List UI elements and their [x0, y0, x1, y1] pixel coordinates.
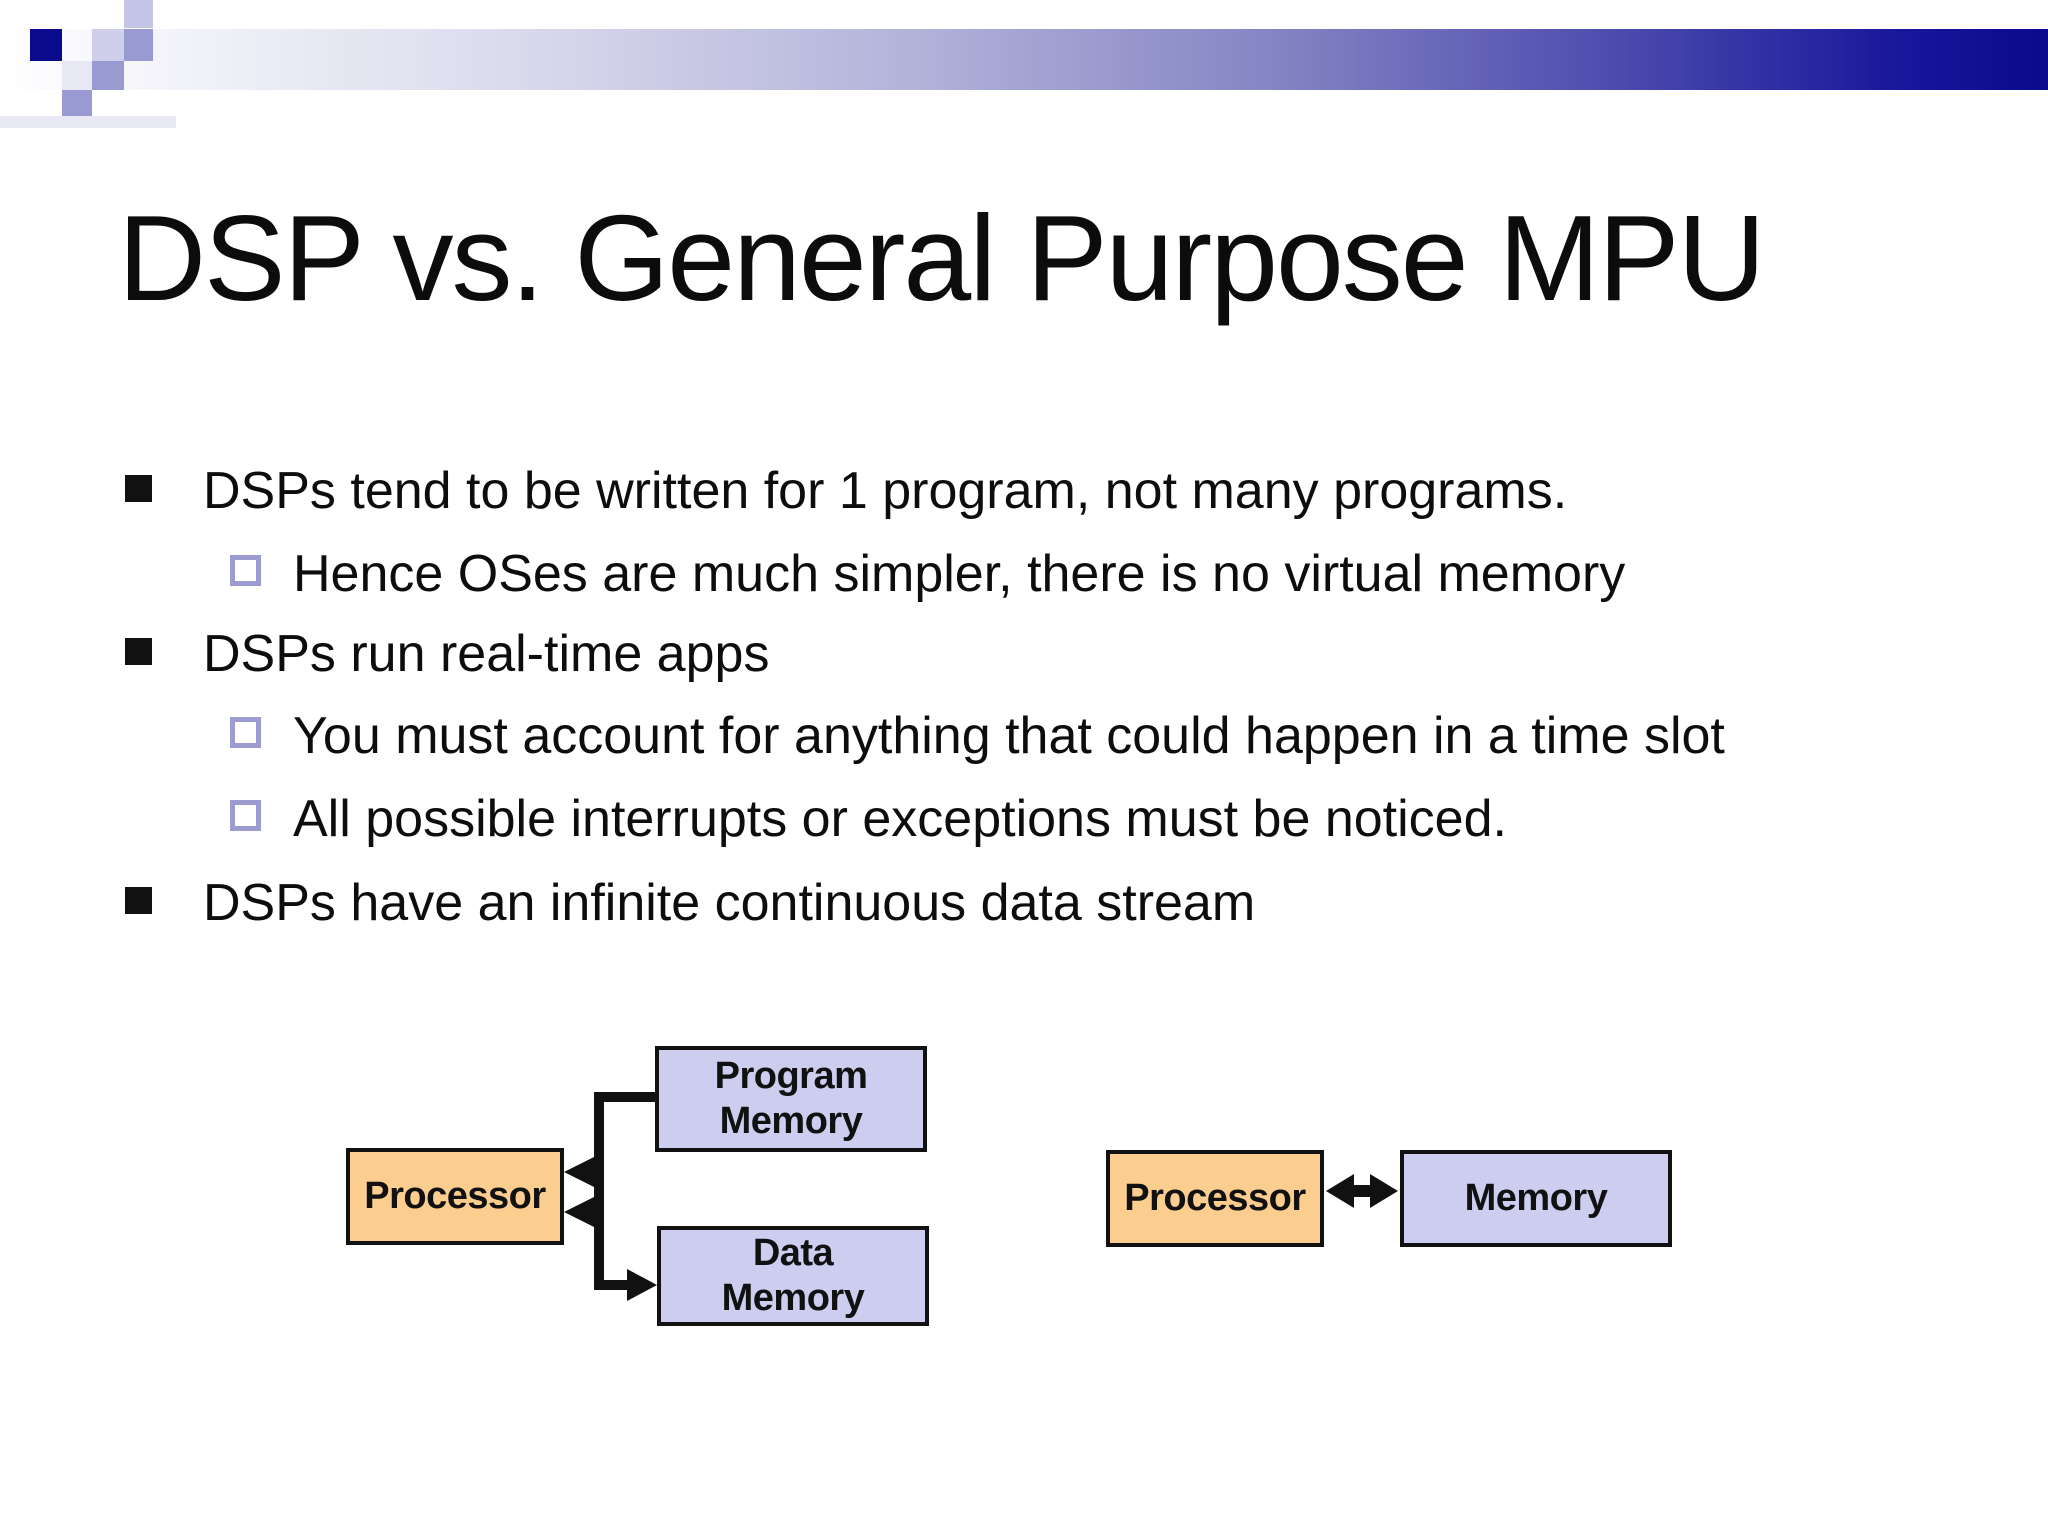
dsp-processor-label: Processor	[364, 1175, 546, 1218]
sub-bullet-item: All possible interrupts or exceptions mu…	[230, 787, 1507, 851]
slide-title: DSP vs. General Purpose MPU	[118, 190, 1766, 326]
data-memory-label-line1: Data	[752, 1232, 834, 1275]
deco-square-icon	[124, 29, 153, 61]
program-memory-box: Program Memory	[655, 1046, 927, 1152]
data-memory-label-line2: Memory	[721, 1277, 865, 1319]
bullet-item: DSPs have an infinite continuous data st…	[125, 871, 1255, 935]
dsp-processor-box: Processor	[346, 1148, 564, 1245]
memory-label: Memory	[1464, 1177, 1608, 1220]
bullet-square-icon	[125, 638, 152, 665]
arrowhead-into-data-memory-icon	[627, 1269, 657, 1301]
bullet-square-icon	[125, 475, 152, 502]
deco-square-icon	[92, 61, 124, 90]
bullet-square-icon	[125, 887, 152, 914]
memory-bus-line	[594, 1092, 604, 1290]
sub-bullet-square-icon	[230, 717, 261, 748]
top-gradient-bar	[0, 29, 2048, 90]
bullet-item: DSPs tend to be written for 1 program, n…	[125, 459, 1567, 523]
sub-bullet-text: Hence OSes are much simpler, there is no…	[293, 545, 1626, 603]
arrowhead-into-memory-icon	[1370, 1174, 1398, 1208]
deco-square-icon	[92, 29, 124, 61]
program-memory-bus-line	[594, 1092, 655, 1102]
sub-bullet-square-icon	[230, 555, 261, 586]
sub-bullet-item: Hence OSes are much simpler, there is no…	[230, 542, 1625, 606]
sub-bullet-item: You must account for anything that could…	[230, 704, 1725, 768]
deco-square-icon	[124, 0, 153, 28]
arrowhead-into-processor-icon	[564, 1196, 596, 1228]
bullet-text: DSPs tend to be written for 1 program, n…	[203, 462, 1568, 520]
deco-square-icon	[62, 90, 92, 120]
memory-box: Memory	[1400, 1150, 1672, 1247]
arrowhead-into-processor-icon	[1326, 1174, 1354, 1208]
program-memory-label-line2: Memory	[719, 1100, 863, 1142]
deco-square-icon	[30, 29, 62, 61]
bullet-text: DSPs have an infinite continuous data st…	[203, 874, 1256, 932]
data-memory-box: Data Memory	[657, 1226, 929, 1326]
deco-square-icon	[62, 61, 92, 90]
mpu-processor-label: Processor	[1124, 1177, 1306, 1220]
arrowhead-into-processor-icon	[564, 1156, 596, 1188]
bullet-item: DSPs run real-time apps	[125, 622, 769, 686]
sub-bullet-text: All possible interrupts or exceptions mu…	[293, 790, 1507, 848]
bullet-text: DSPs run real-time apps	[203, 625, 770, 683]
sub-bullet-text: You must account for anything that could…	[293, 707, 1725, 765]
deco-strip	[0, 116, 176, 128]
mpu-processor-box: Processor	[1106, 1150, 1324, 1247]
program-memory-label-line1: Program	[714, 1055, 868, 1098]
sub-bullet-square-icon	[230, 800, 261, 831]
data-memory-bus-line	[594, 1280, 638, 1290]
